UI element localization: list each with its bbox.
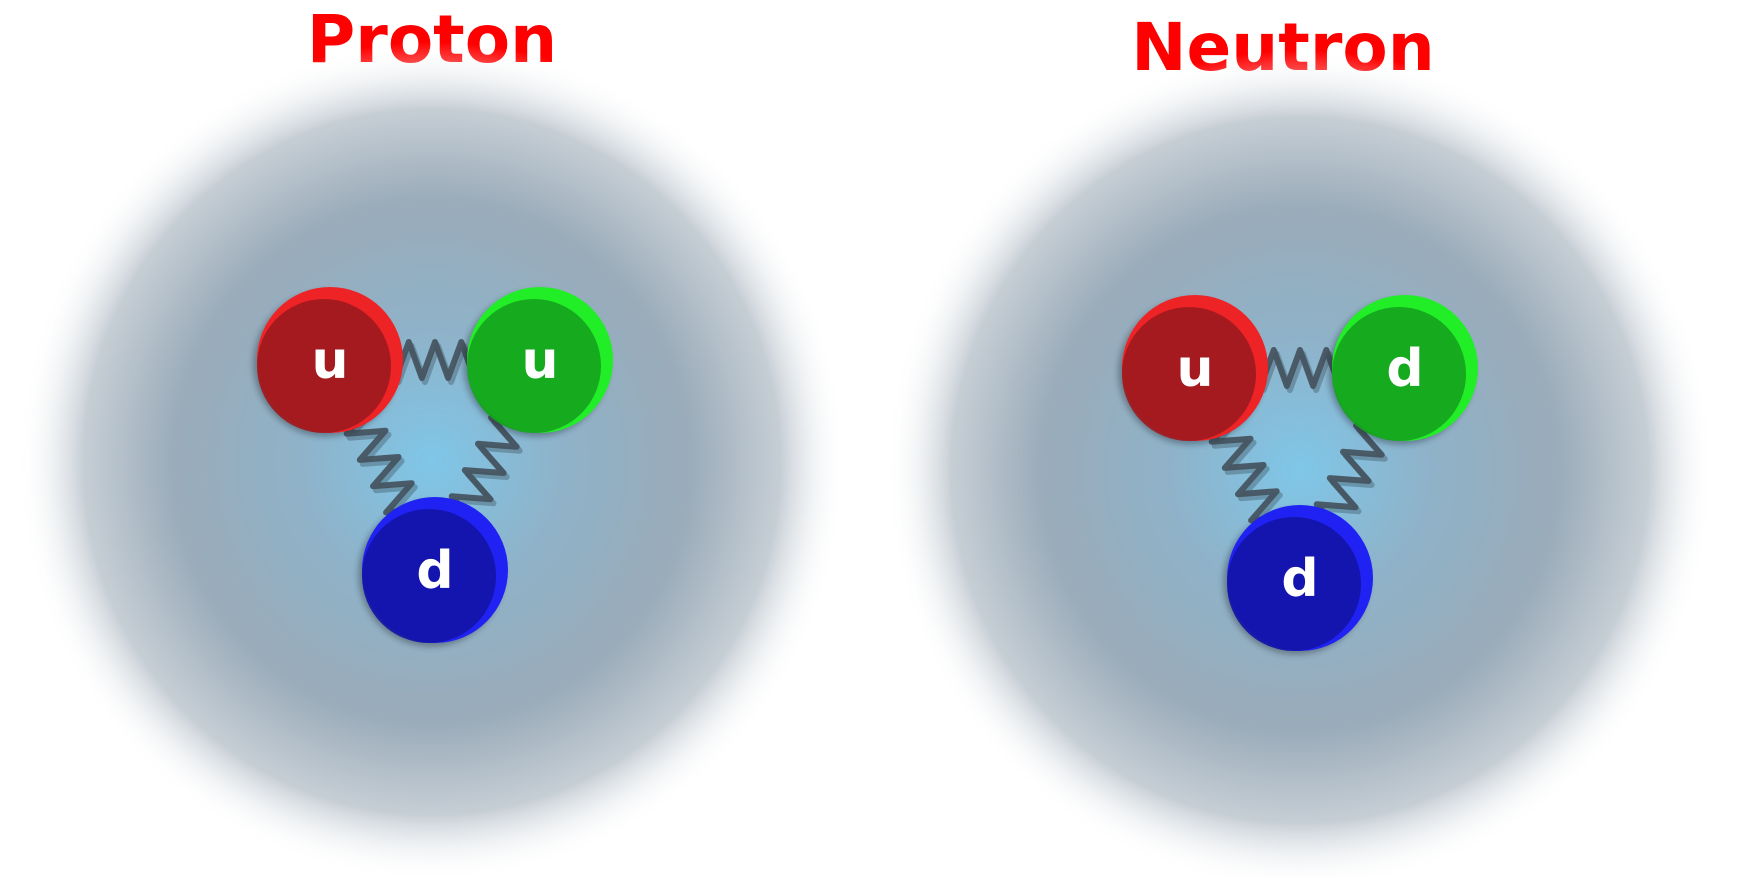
neutron-quark-blue: d — [1223, 505, 1373, 655]
quark-label: u — [311, 331, 348, 391]
quark-body — [1227, 517, 1361, 651]
neutron-gluon-cloud — [885, 50, 1715, 878]
proton-quark-blue: d — [358, 497, 508, 647]
proton-quark-green: u — [463, 287, 613, 437]
quark-body — [257, 299, 391, 433]
quark-label: d — [1281, 549, 1318, 609]
proton-quark-red: u — [253, 287, 403, 437]
quark-label: u — [1176, 339, 1213, 399]
quark-label: u — [521, 331, 558, 391]
proton-group: Proton u u d — [17, 1, 847, 878]
quark-body — [1332, 307, 1466, 441]
quark-body — [467, 299, 601, 433]
neutron-quark-red: u — [1118, 295, 1268, 445]
quark-body — [1122, 307, 1256, 441]
neutron-group: Neutron u d d — [885, 9, 1715, 878]
neutron-quark-green: d — [1328, 295, 1478, 445]
quark-body — [362, 509, 496, 643]
proton-gluon-cloud — [17, 42, 847, 878]
quark-label: d — [416, 541, 453, 601]
quark-label: d — [1386, 339, 1423, 399]
